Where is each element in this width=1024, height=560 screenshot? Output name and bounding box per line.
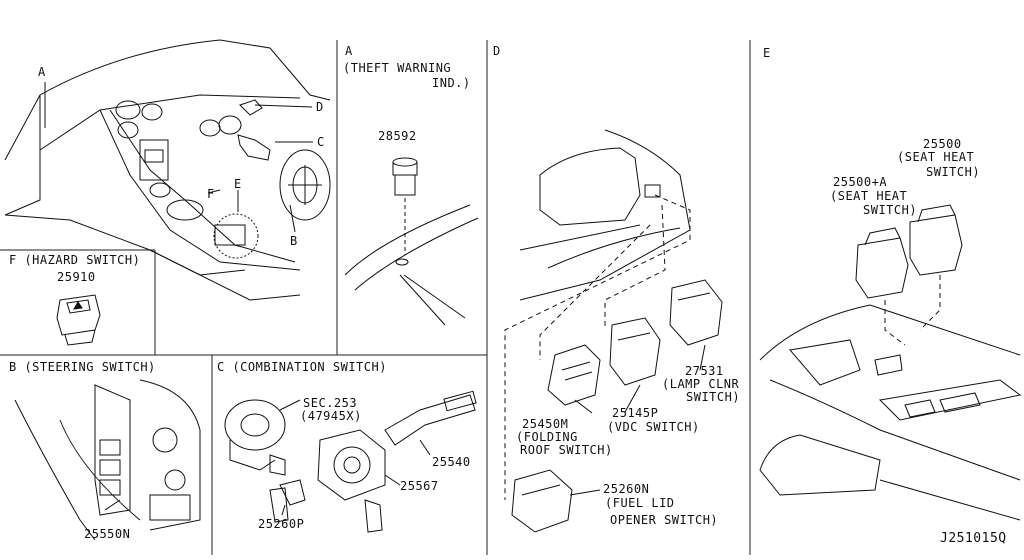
part-27531-desc1: (LAMP CLNR: [662, 377, 740, 391]
panel-c-title: C (COMBINATION SWITCH): [217, 360, 387, 374]
panel-a-title-line1: (THEFT WARNING: [343, 61, 452, 75]
callout-a: A: [38, 65, 46, 79]
part-25550n: 25550N: [84, 527, 131, 541]
part-25450m-desc2: ROOF SWITCH): [520, 443, 613, 457]
part-25567: 25567: [400, 479, 439, 493]
panel-dividers: [0, 40, 751, 555]
part-28592: 28592: [378, 129, 417, 143]
part-25450m-desc1: (FOLDING: [516, 430, 578, 444]
panel-a-title-line2: IND.): [432, 76, 471, 90]
panel-b-title: B (STEERING SWITCH): [9, 360, 156, 374]
callout-e: E: [234, 177, 242, 191]
part-25145p-desc: (VDC SWITCH): [607, 420, 700, 434]
part-25500-a: 25500+A: [833, 175, 888, 189]
part-25910: 25910: [57, 270, 96, 284]
callout-f: F: [207, 187, 215, 201]
part-27531-desc2: SWITCH): [686, 390, 741, 404]
part-25500: 25500: [923, 137, 962, 151]
callout-c: C: [317, 135, 325, 149]
part-25260n-desc1: (FUEL LID: [605, 496, 675, 510]
steering-switch-drawing: [14, 379, 201, 541]
panel-a-letter: A: [345, 44, 353, 58]
part-25260p: 25260P: [258, 517, 305, 531]
sec-253-code: (47945X): [300, 409, 362, 423]
sec-253: SEC.253: [303, 396, 358, 410]
diagram-code: J251015Q: [940, 531, 1007, 546]
panel-f-title: F (HAZARD SWITCH): [9, 253, 141, 267]
theft-warning-indicator-drawing: [344, 157, 479, 326]
dashboard-overview-drawing: [4, 39, 331, 301]
panel-e-letter: E: [763, 46, 771, 60]
part-25450m: 25450M: [522, 417, 569, 431]
callout-d: D: [316, 100, 324, 114]
panel-d-letter: D: [493, 44, 501, 58]
callout-b: B: [290, 234, 298, 248]
part-25540: 25540: [432, 455, 471, 469]
part-25500-desc2: SWITCH): [926, 165, 981, 179]
part-25260n: 25260N: [603, 482, 650, 496]
part-25500-a-desc1: (SEAT HEAT: [830, 189, 908, 203]
combination-switch-drawing: [224, 390, 477, 533]
part-27531: 27531: [685, 364, 724, 378]
part-25145p: 25145P: [612, 406, 659, 420]
seat-heat-switches-drawing: [759, 204, 1022, 521]
part-25260n-desc2: OPENER SWITCH): [610, 513, 719, 527]
part-25500-a-desc2: SWITCH): [863, 203, 918, 217]
hazard-switch-drawing: [56, 294, 101, 346]
center-console-switches-drawing: [504, 129, 723, 533]
part-25500-desc1: (SEAT HEAT: [897, 150, 975, 164]
